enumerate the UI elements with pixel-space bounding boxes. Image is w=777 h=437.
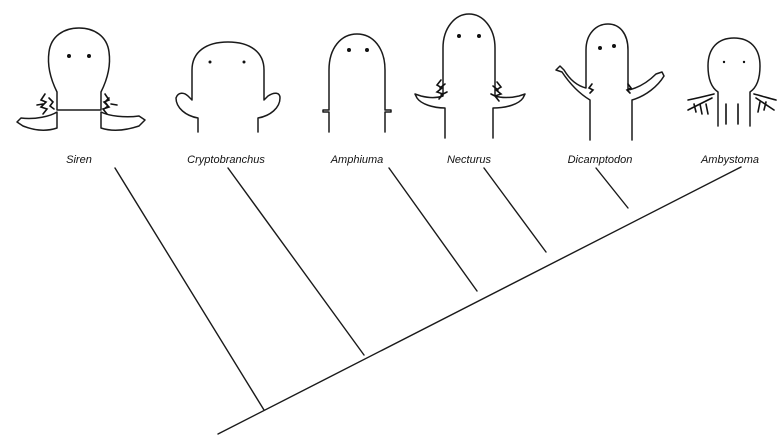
label-siren: Siren — [66, 154, 92, 166]
tree-branches — [115, 167, 741, 434]
dicamptodon-left-eye — [598, 46, 602, 50]
amphiuma-illustration — [323, 34, 391, 132]
cryptobranchus-right-eye — [243, 61, 246, 64]
necturus-body-outline — [415, 14, 525, 138]
siren-illustration — [17, 28, 145, 130]
ambystoma-illustration — [688, 38, 776, 126]
siren-head-outline — [48, 28, 109, 110]
necturus-right-eye — [477, 34, 481, 38]
label-cryptobranchus: Cryptobranchus — [187, 154, 265, 166]
cryptobranchus-illustration — [176, 42, 280, 132]
spine-branch — [218, 167, 741, 434]
ambystoma-body-outline — [708, 38, 760, 126]
branch-siren — [115, 168, 264, 410]
ambystoma-right-eye — [743, 61, 745, 63]
necturus-illustration — [415, 14, 525, 138]
label-amphiuma: Amphiuma — [330, 154, 384, 166]
cryptobranchus-body-outline — [176, 42, 280, 132]
siren-left-gills — [37, 94, 54, 114]
label-necturus: Necturus — [447, 154, 492, 166]
siren-left-arm — [17, 112, 57, 130]
label-dicamptodon: Dicamptodon — [568, 154, 633, 166]
ambystoma-left-gills — [688, 94, 714, 114]
dicamptodon-illustration — [556, 24, 664, 140]
amphiuma-body-outline — [323, 34, 391, 132]
branch-necturus — [484, 168, 546, 252]
siren-right-arm — [101, 112, 145, 130]
ambystoma-left-eye — [723, 61, 725, 63]
branch-dicamptodon — [596, 168, 628, 208]
dicamptodon-right-eye — [612, 44, 616, 48]
amphiuma-right-eye — [365, 48, 369, 52]
siren-right-eye — [87, 54, 91, 58]
dicamptodon-body-outline — [556, 24, 664, 140]
branch-amphiuma — [389, 168, 477, 291]
amphiuma-left-eye — [347, 48, 351, 52]
siren-right-gills — [103, 94, 117, 114]
necturus-left-eye — [457, 34, 461, 38]
taxon-labels: Siren Cryptobranchus Amphiuma Necturus D… — [66, 154, 759, 166]
cryptobranchus-left-eye — [209, 61, 212, 64]
ambystoma-right-gills — [754, 94, 776, 112]
siren-left-eye — [67, 54, 71, 58]
label-ambystoma: Ambystoma — [700, 154, 759, 166]
branch-cryptobranchus — [228, 168, 364, 355]
